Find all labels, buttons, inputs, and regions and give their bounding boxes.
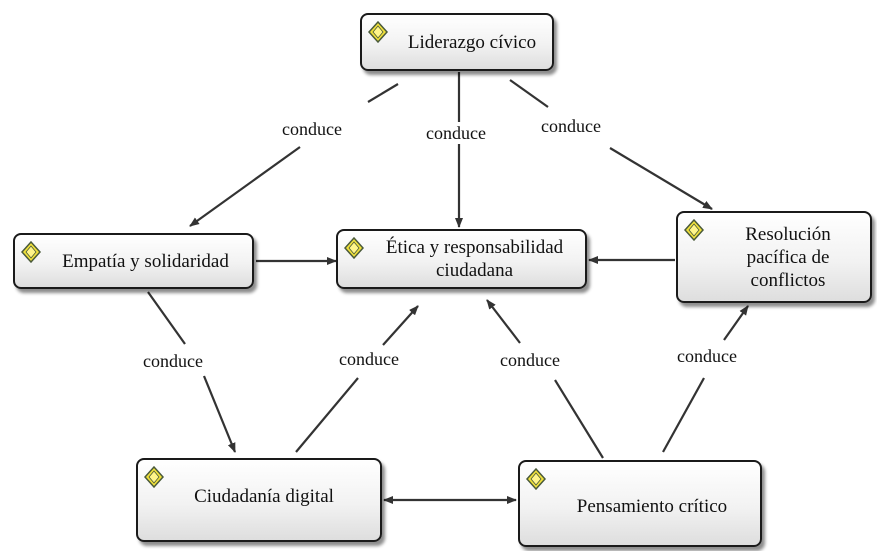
edge-pensamiento-etica-head bbox=[486, 299, 521, 344]
edge-label-pensamiento-etica: conduce bbox=[497, 349, 563, 371]
edge-label-liderazgo-etica: conduce bbox=[423, 122, 489, 144]
node-label: Resolución pacífica de conflictos bbox=[745, 223, 831, 291]
concept-diamond-icon bbox=[684, 219, 704, 241]
concept-diamond-icon bbox=[21, 241, 41, 263]
edge-liderazgo-resolucion bbox=[609, 147, 713, 210]
node-label: Ética y responsabilidad ciudadana bbox=[385, 237, 564, 281]
edge-liderazgo-resolucion-tail bbox=[509, 79, 549, 108]
node-label: Ciudadanía digital bbox=[194, 485, 334, 507]
edge-label-empatia-ciudadania: conduce bbox=[140, 350, 206, 372]
edge-liderazgo-empatia-tail bbox=[367, 83, 399, 103]
edge-pensamiento-etica bbox=[554, 379, 604, 459]
concept-diamond-icon bbox=[144, 466, 164, 488]
node-liderazgo-civico[interactable]: Liderazgo cívico bbox=[360, 13, 554, 71]
edge-pensamiento-resolucion-head bbox=[723, 305, 749, 341]
node-ciudadania-digital[interactable]: Ciudadanía digital bbox=[136, 458, 382, 542]
node-empatia-solidaridad[interactable]: Empatía y solidaridad bbox=[13, 233, 254, 289]
edge-ciudadania-etica bbox=[295, 377, 359, 453]
node-resolucion-pacifica[interactable]: Resolución pacífica de conflictos bbox=[676, 211, 872, 303]
concept-diamond-icon bbox=[526, 468, 546, 490]
node-label: Pensamiento crítico bbox=[576, 496, 728, 517]
concept-diamond-icon bbox=[368, 21, 388, 43]
edge-pensamiento-resolucion bbox=[662, 377, 705, 453]
node-label: Empatía y solidaridad bbox=[62, 250, 229, 272]
edge-empatia-ciudadania bbox=[147, 291, 186, 345]
node-label: Liderazgo cívico bbox=[407, 31, 537, 53]
concept-diamond-icon bbox=[344, 237, 364, 259]
edge-label-pensamiento-resolucion: conduce bbox=[674, 345, 740, 367]
node-pensamiento-critico[interactable]: Pensamiento crítico bbox=[518, 460, 762, 547]
node-etica-responsabilidad[interactable]: Ética y responsabilidad ciudadana bbox=[336, 229, 587, 289]
edge-ciudadania-etica-head bbox=[382, 305, 419, 346]
edge-label-liderazgo-empatia: conduce bbox=[279, 118, 345, 140]
edge-liderazgo-empatia bbox=[189, 146, 301, 227]
edge-label-liderazgo-resolucion: conduce bbox=[538, 115, 604, 137]
edge-label-ciudadania-etica: conduce bbox=[336, 348, 402, 370]
edge-empatia-ciudadania-tail bbox=[202, 375, 237, 453]
